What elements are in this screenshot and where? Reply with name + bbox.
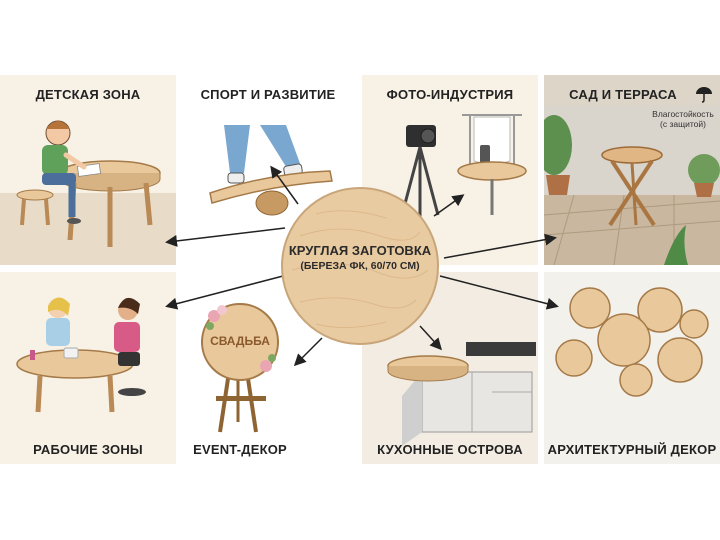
arrow-kitchen	[419, 325, 443, 351]
event-sign-text: СВАДЬБА	[210, 334, 270, 348]
event-illustration	[201, 303, 279, 433]
work-illustration	[16, 297, 146, 413]
panel-title-event: EVENT-ДЕКОР	[193, 442, 287, 457]
panel-title-work: РАБОЧИЕ ЗОНЫ	[33, 442, 143, 457]
garden-note-line2: (с защитой)	[660, 119, 706, 129]
panel-garden: САД И ТЕРРАСА Влагостойкость (с защитой)	[544, 75, 720, 265]
panel-event: СВАДЬБА EVENT-ДЕКОР	[180, 272, 356, 464]
panel-work: РАБОЧИЕ ЗОНЫ	[0, 272, 176, 464]
center-wood-disc	[281, 187, 439, 345]
center-line1: КРУГЛАЯ ЗАГОТОВКА	[288, 243, 432, 258]
panel-title-arch: АРХИТЕКТУРНЫЙ ДЕКОР	[547, 442, 717, 457]
sport-illustration	[209, 125, 333, 216]
arch-illustration	[555, 287, 709, 397]
panel-photo: ФОТО-ИНДУСТРИЯ	[362, 75, 538, 265]
garden-note: Влагостойкость (с защитой)	[648, 109, 718, 129]
arrow-kids	[165, 227, 286, 247]
arrow-work	[165, 275, 284, 310]
arrow-arch	[439, 275, 559, 310]
arrow-photo	[433, 194, 465, 217]
garden-illustration	[544, 105, 720, 265]
panel-arch: АРХИТЕКТУРНЫЙ ДЕКОР	[544, 272, 720, 464]
arrow-garden	[443, 233, 557, 259]
kids-illustration	[0, 120, 176, 265]
panel-title-kitchen: КУХОННЫЕ ОСТРОВА	[377, 442, 523, 457]
arrow-event	[293, 337, 323, 367]
arrow-sport	[270, 165, 299, 205]
panel-title-kids: ДЕТСКАЯ ЗОНА	[35, 87, 141, 102]
panel-kids: ДЕТСКАЯ ЗОНА	[0, 75, 176, 265]
umbrella-icon	[696, 87, 712, 103]
center-label: КРУГЛАЯ ЗАГОТОВКА (БЕРЕЗА ФК, 60/70 СМ)	[280, 243, 440, 273]
panel-title-photo: ФОТО-ИНДУСТРИЯ	[386, 87, 514, 102]
panel-title-garden: САД И ТЕРРАСА	[569, 87, 677, 102]
photo-illustration	[400, 114, 527, 217]
garden-note-line1: Влагостойкость	[652, 109, 714, 119]
center-line2: (БЕРЕЗА ФК, 60/70 СМ)	[300, 260, 420, 272]
panel-title-sport: СПОРТ И РАЗВИТИЕ	[200, 87, 336, 102]
